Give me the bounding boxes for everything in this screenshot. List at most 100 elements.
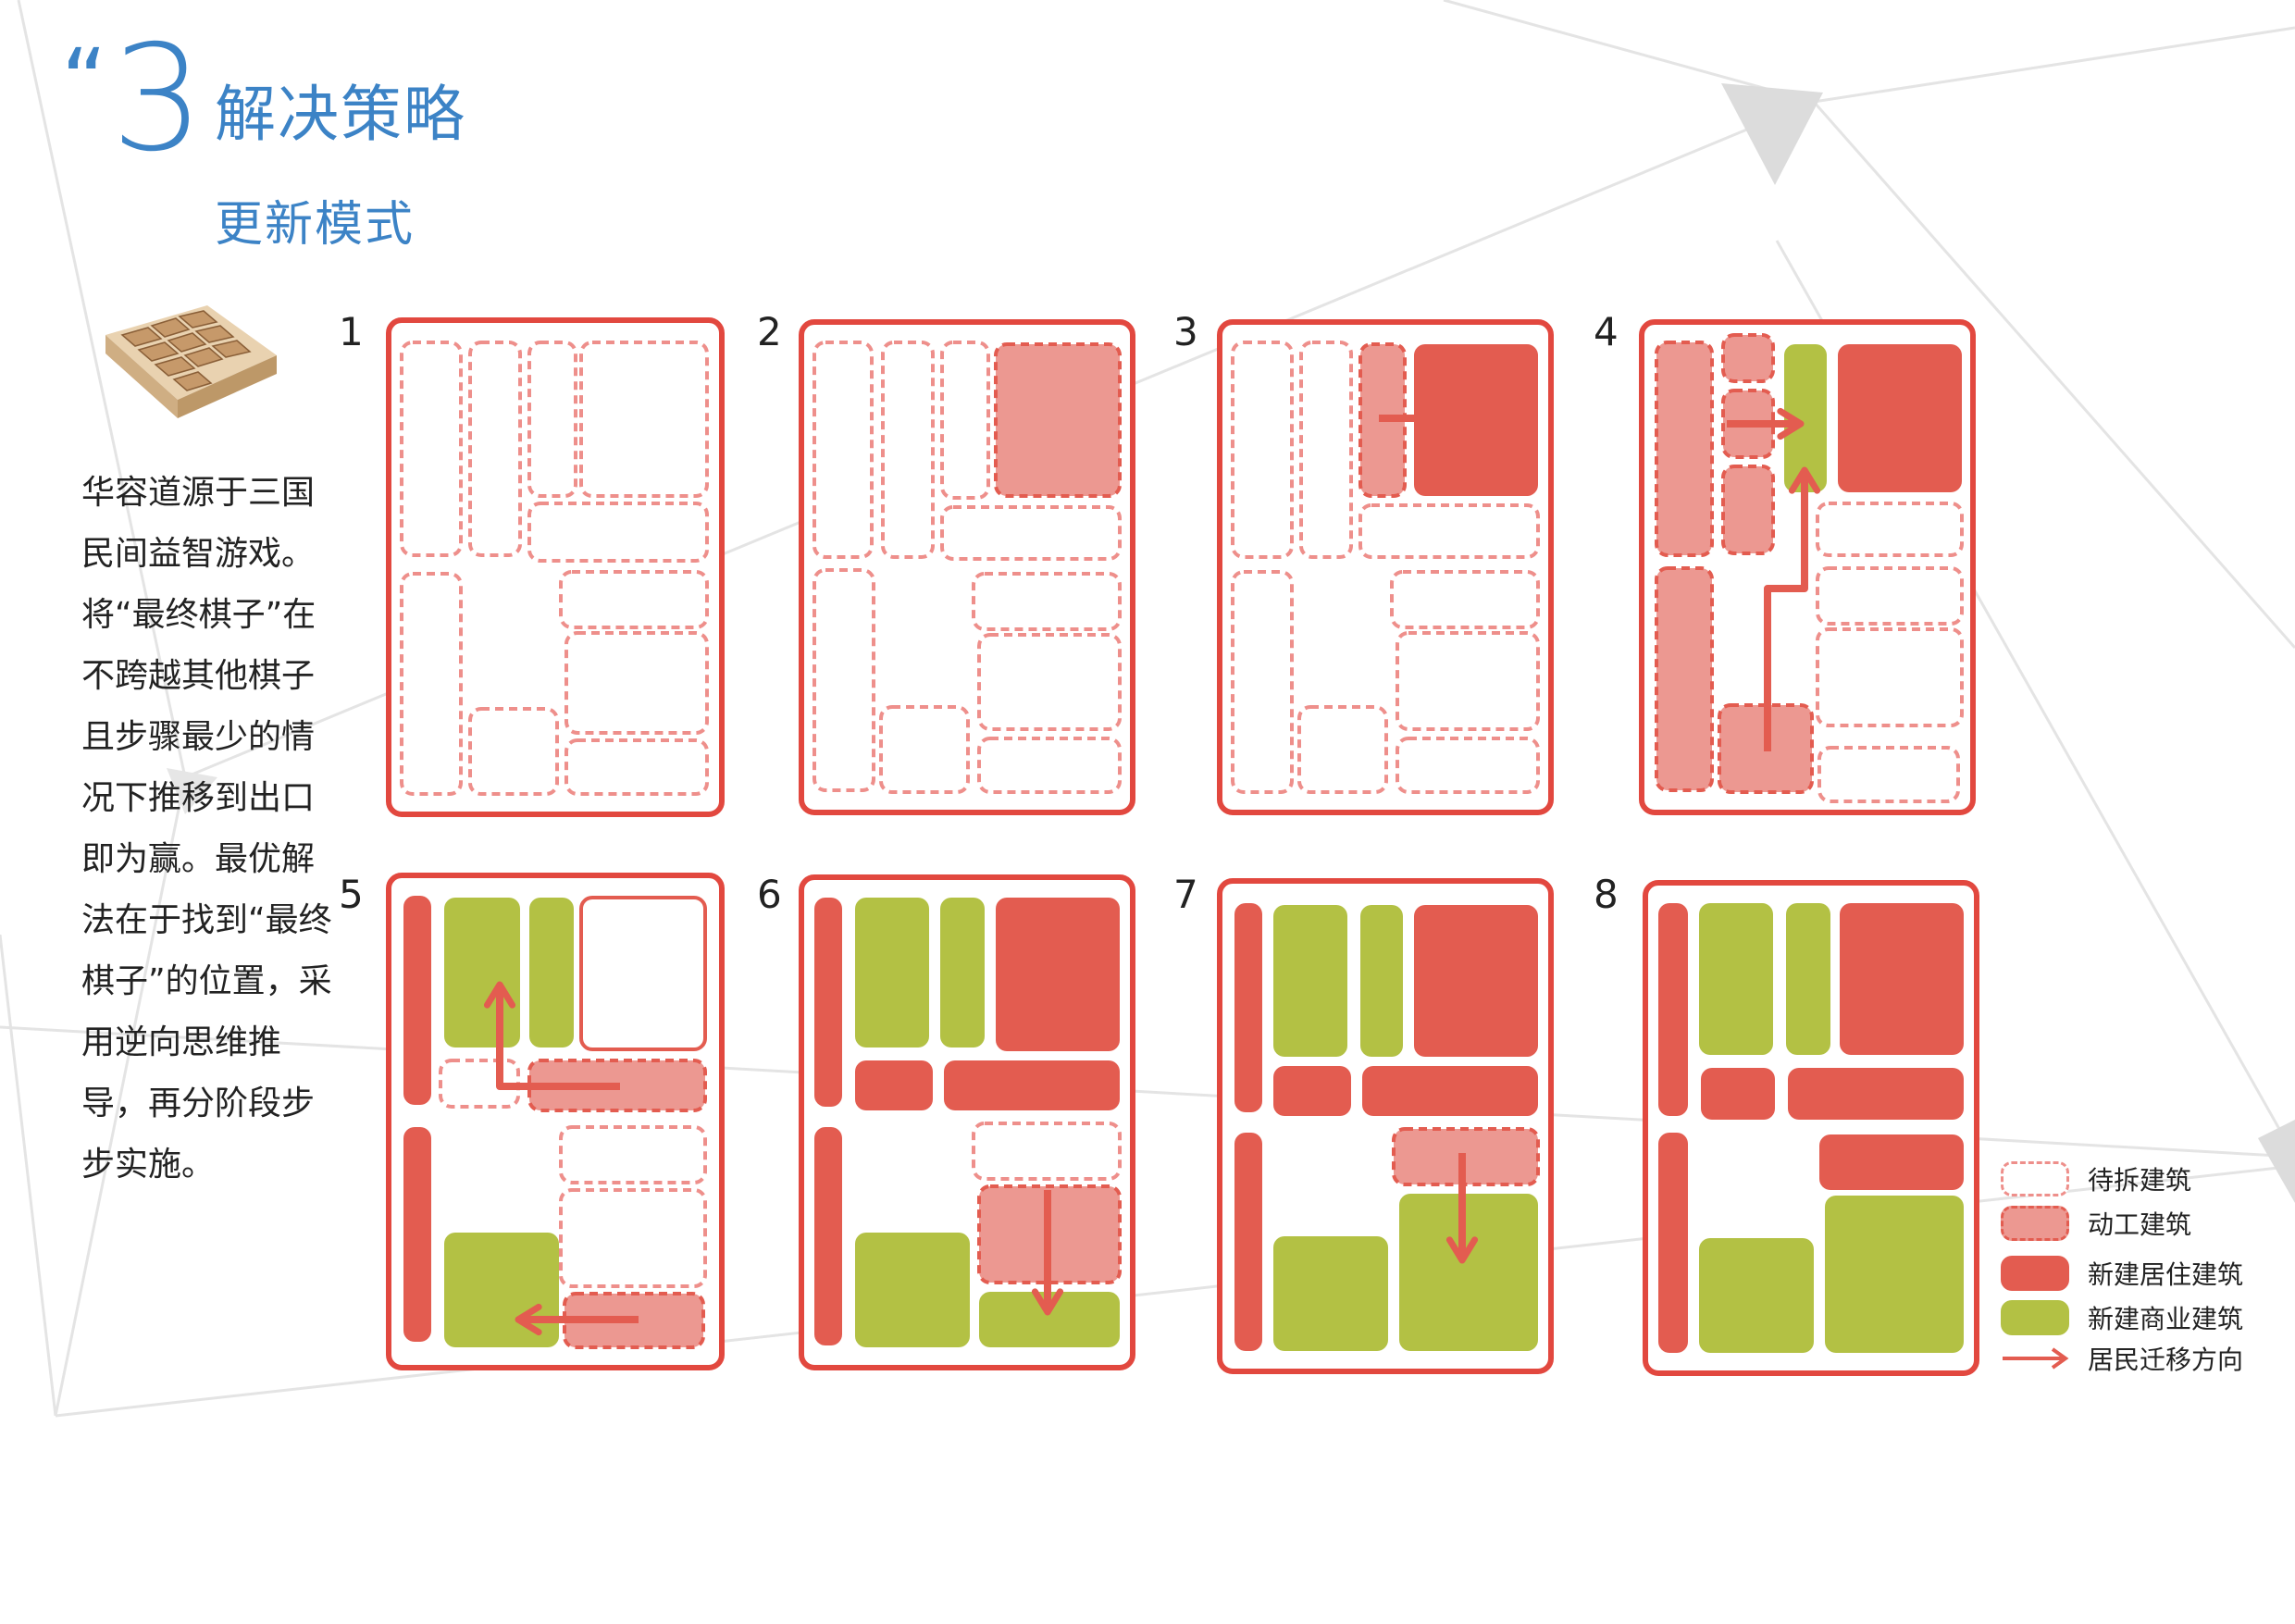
panel-label-8: 8 <box>1594 872 1619 917</box>
residential-block <box>855 1060 933 1110</box>
demolish-block <box>977 633 1122 731</box>
section-digit: 3 <box>111 14 205 184</box>
demolish-block <box>527 502 709 563</box>
demolish-block <box>1817 746 1960 803</box>
legend-swatch-construct <box>2001 1206 2069 1241</box>
demolish-block <box>579 341 709 498</box>
demolish-block <box>1231 341 1294 559</box>
residential-block <box>1819 1134 1964 1190</box>
migration-arrow-head <box>515 1303 542 1336</box>
demolish-block <box>468 341 522 557</box>
residential-block <box>1838 344 1962 492</box>
panel-label-5: 5 <box>339 872 364 917</box>
demolish-block <box>1358 503 1540 559</box>
demolish-block <box>1231 570 1294 794</box>
migration-arrow-head <box>1445 1236 1479 1264</box>
commercial-block <box>1699 903 1773 1055</box>
commercial-block <box>1786 903 1830 1055</box>
legend-swatch-demolish <box>2001 1161 2069 1196</box>
commercial-block <box>529 898 574 1048</box>
legend-item-migration: 居民迁移方向 <box>2001 1338 2243 1379</box>
construct-block <box>994 342 1122 498</box>
residential-block <box>403 896 431 1105</box>
commercial-block <box>855 898 929 1048</box>
commercial-block <box>444 898 520 1048</box>
construct-block <box>1655 341 1714 557</box>
demolish-block <box>1816 566 1964 626</box>
commercial-block <box>1273 1236 1388 1351</box>
commercial-block <box>979 1292 1120 1347</box>
demolish-block <box>559 570 709 629</box>
commercial-block <box>940 898 985 1048</box>
huarong-puzzle-photo-icon <box>105 305 277 418</box>
residential-block <box>403 1127 431 1342</box>
construct-block <box>1721 333 1775 383</box>
demolish-block <box>977 737 1122 794</box>
residential-block <box>1658 903 1688 1116</box>
demolish-block <box>972 1122 1122 1181</box>
demolish-block <box>881 341 935 559</box>
residential-block <box>1362 1066 1538 1116</box>
commercial-block <box>855 1233 970 1347</box>
legend-swatch-commercial <box>2001 1300 2069 1335</box>
commercial-block <box>1273 905 1347 1057</box>
legend-swatch-residential <box>2001 1256 2069 1291</box>
commercial-block <box>1784 344 1827 492</box>
page-title: 解决策略 <box>215 79 466 150</box>
demolish-block <box>400 572 463 796</box>
demolish-block <box>527 341 577 498</box>
panel-label-3: 3 <box>1173 309 1198 354</box>
demolish-block <box>940 505 1122 561</box>
residential-block <box>996 898 1120 1051</box>
residential-block <box>1234 1133 1262 1351</box>
residential-block <box>1414 905 1538 1057</box>
intro-paragraph: 华容道源于三国民间益智游戏。将“最终棋子”在不跨越其他棋子且步骤最少的情况下推移… <box>81 474 332 1184</box>
migration-arrow-head <box>1031 1288 1064 1316</box>
page-subtitle: 更新模式 <box>215 197 416 253</box>
migration-arrow-head <box>1788 466 1821 494</box>
migration-arrow-head <box>483 981 516 1009</box>
demolish-block <box>1396 631 1540 731</box>
demolish-block <box>559 1125 707 1184</box>
residential-block <box>1414 344 1538 496</box>
legend-item-commercial: 新建商业建筑 <box>2001 1297 2243 1338</box>
residential-block <box>1840 903 1964 1055</box>
residential-block <box>814 898 842 1107</box>
residential-block <box>1234 903 1262 1112</box>
migration-arrow-line <box>496 985 620 1090</box>
migration-arrow-line <box>1764 470 1808 751</box>
vacant-block <box>579 896 707 1051</box>
demolish-block <box>1390 570 1540 629</box>
demolish-block <box>559 1188 707 1288</box>
demolish-block <box>1816 627 1964 727</box>
demolish-block <box>400 341 463 557</box>
residential-block <box>1788 1068 1964 1120</box>
section-quote-mark: “ <box>61 30 107 133</box>
demolish-block <box>468 707 559 796</box>
residential-block <box>1273 1066 1351 1116</box>
commercial-block <box>1399 1194 1538 1351</box>
panel-label-6: 6 <box>757 872 782 917</box>
legend-item-demolish: 待拆建筑 <box>2001 1159 2191 1199</box>
panel-label-1: 1 <box>339 309 364 354</box>
demolish-block <box>813 568 875 792</box>
migration-arrow-head <box>1777 407 1805 440</box>
legend-label-construct: 动工建筑 <box>2088 1209 2192 1240</box>
residential-block <box>1658 1133 1688 1353</box>
commercial-block <box>444 1233 559 1347</box>
legend-label-demolish: 待拆建筑 <box>2088 1165 2192 1196</box>
residential-block <box>814 1127 842 1345</box>
demolish-block <box>1396 737 1540 794</box>
panel-label-7: 7 <box>1173 872 1198 917</box>
commercial-block <box>1360 905 1403 1057</box>
legend-item-residential: 新建居住建筑 <box>2001 1253 2243 1294</box>
legend-label-commercial: 新建商业建筑 <box>2088 1304 2244 1334</box>
panel-label-2: 2 <box>757 309 782 354</box>
legend-item-construct: 动工建筑 <box>2001 1203 2191 1244</box>
demolish-block <box>879 705 970 794</box>
right-arrow-icon <box>2003 1347 2069 1370</box>
residential-block <box>944 1060 1120 1110</box>
legend-label-residential: 新建居住建筑 <box>2088 1259 2244 1290</box>
demolish-block <box>940 341 990 500</box>
